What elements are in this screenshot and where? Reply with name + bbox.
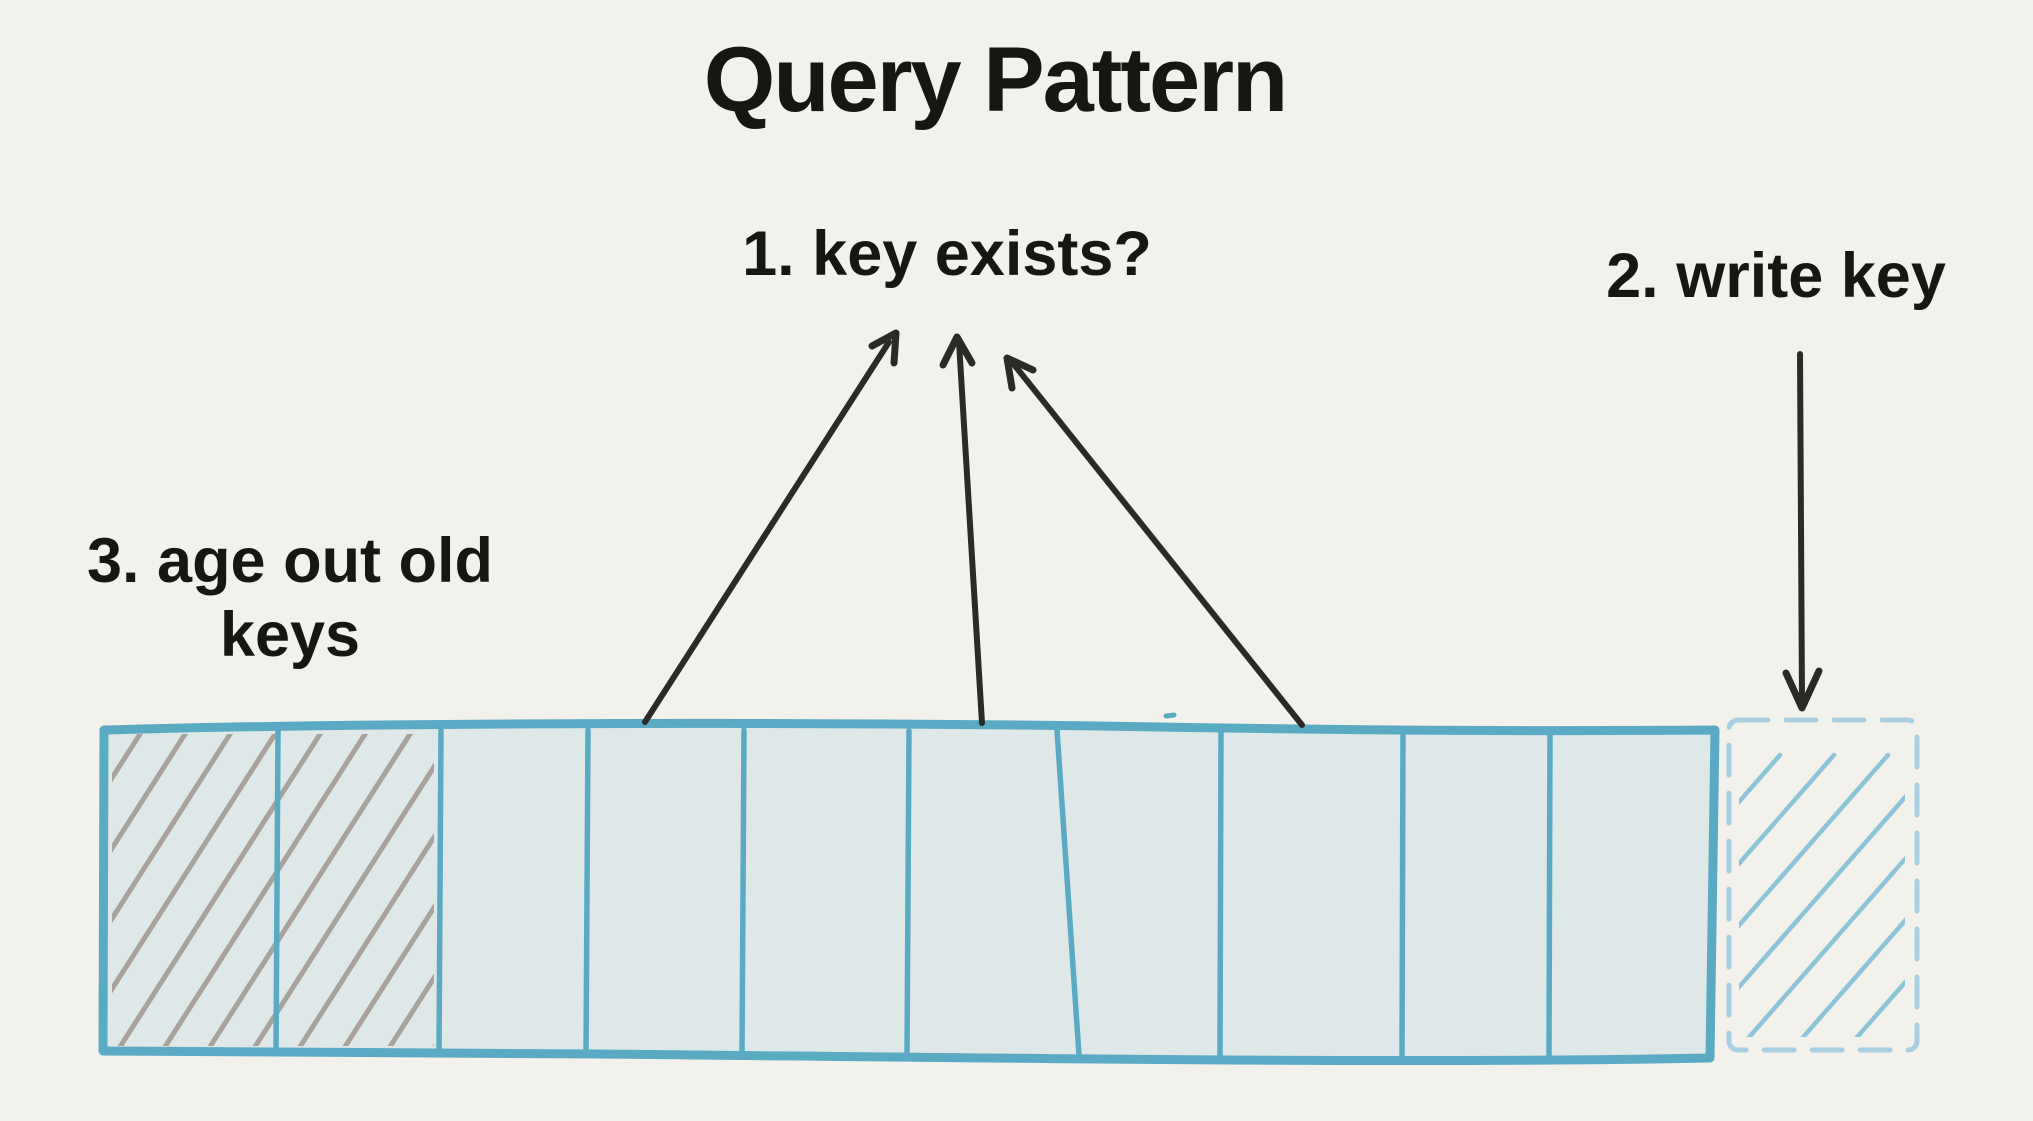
write-arrow <box>1782 351 1823 712</box>
label-key-exists: 1. key exists? <box>742 219 1152 289</box>
write-slot <box>1726 717 1920 1053</box>
query-arrow-middle <box>939 333 985 726</box>
ink-speck <box>1163 712 1177 719</box>
label-age-out-line-2: keys <box>219 599 361 670</box>
diagram-title: Query Pattern <box>703 29 1288 131</box>
query-arrow-left <box>642 329 900 725</box>
write-slot-outline <box>1726 717 1920 1053</box>
label-age-out-old-keys: 3. age out old keys <box>87 525 493 672</box>
query-arrows <box>642 329 1305 728</box>
aged-keys-hatch <box>112 734 434 1046</box>
buffer-cell-dividers <box>273 727 1553 1060</box>
label-write-key: 2. write key <box>1606 241 1946 311</box>
label-age-out-line-1: 3. age out old <box>86 526 494 596</box>
write-slot-hatch <box>1739 752 1905 1037</box>
query-arrow-right <box>1003 354 1305 728</box>
buffer-bar <box>98 712 1720 1066</box>
